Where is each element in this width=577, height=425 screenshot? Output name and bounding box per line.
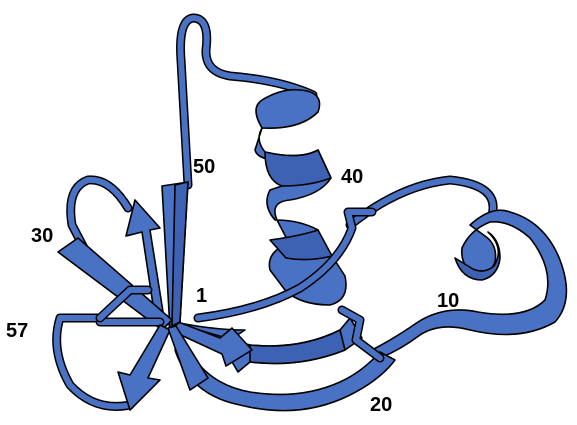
beta-strand-50 (161, 181, 189, 331)
coil-c-terminal (52, 313, 165, 411)
coil-left-loop (66, 175, 133, 253)
coil-top-loop (176, 13, 318, 190)
label-20: 20 (370, 394, 392, 416)
beta-strand-30 (57, 237, 173, 331)
beta-strand-lower (167, 325, 209, 391)
beta-strand-up-arrow (125, 199, 165, 319)
label-10: 10 (437, 290, 459, 312)
label-50: 50 (193, 156, 215, 178)
beta-strand-down-arrow (117, 324, 171, 411)
right-ribbon-loop (371, 209, 568, 359)
label-1: 1 (196, 285, 207, 307)
label-57: 57 (6, 320, 28, 342)
coil-linker-20 (337, 305, 385, 363)
beta-strand-right (164, 317, 363, 373)
n-terminal-coil (193, 207, 377, 323)
label-40: 40 (341, 166, 363, 188)
bottom-ribbon (174, 349, 396, 412)
alpha-helix (254, 88, 347, 306)
coil-connector (95, 285, 153, 323)
label-30: 30 (31, 225, 53, 247)
coil-right-loop (345, 175, 498, 230)
